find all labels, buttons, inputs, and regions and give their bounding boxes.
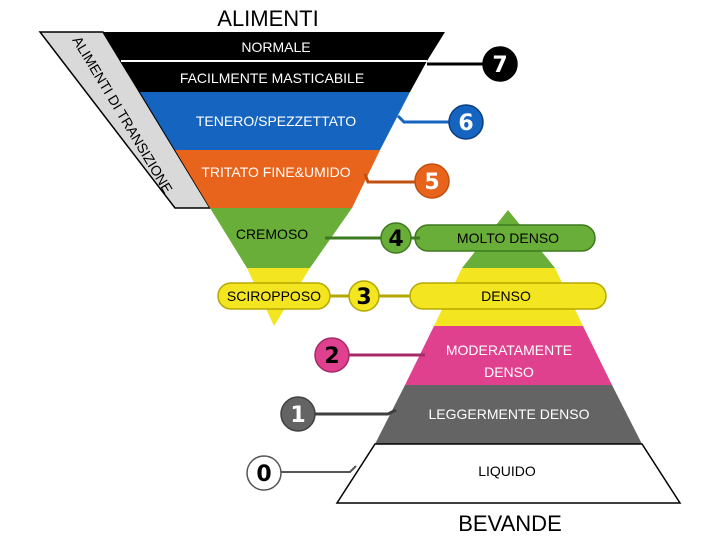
- food-layer-minced-moist: [175, 150, 380, 208]
- drink-layer-mildly-thick: [405, 326, 612, 385]
- drink-label-mildly-thick-line2: DENSO: [484, 364, 534, 380]
- food-layer-easy-to-chew: [121, 61, 427, 92]
- drink-label-thin: LIQUIDO: [478, 463, 536, 479]
- badge-4: [380, 222, 412, 254]
- food-label-easy-to-chew: FACILMENTE MASTICABILE: [180, 70, 364, 86]
- drink-layer-thin: [335, 443, 682, 504]
- food-label-minced-moist: TRITATO FINE&UMIDO: [201, 164, 350, 180]
- badge-4-number: 4: [388, 227, 403, 252]
- food-label-liquidised: SCIROPPOSO: [227, 288, 321, 304]
- badge-5-number: 5: [424, 170, 439, 195]
- badge-6-number: 6: [458, 111, 473, 136]
- connector-level-0: [280, 465, 357, 473]
- drink-pill-moderately-thick: [409, 282, 607, 310]
- food-label-normal: NORMALE: [241, 39, 310, 55]
- badge-0-number: 0: [256, 462, 271, 487]
- food-layer-soft-bite-sized: [140, 92, 410, 150]
- food-label-soft-bite-sized: TENERO/SPEZZETTATO: [196, 113, 356, 129]
- badge-0: [246, 455, 282, 491]
- drinks-title: BEVANDE: [458, 511, 562, 536]
- drink-label-mildly-thick-line1: MODERATAMENTE: [446, 342, 572, 358]
- foods-title: ALIMENTI: [217, 6, 318, 31]
- drink-label-slightly-thick: LEGGERMENTE DENSO: [428, 406, 589, 422]
- badge-6: [448, 104, 484, 140]
- badge-5: [414, 163, 450, 199]
- badge-3-number: 3: [356, 285, 371, 310]
- badge-1: [280, 396, 316, 432]
- badge-7-number: 7: [492, 53, 507, 78]
- drink-label-moderately-thick: DENSO: [481, 288, 531, 304]
- drink-label-extremely-thick: MOLTO DENSO: [457, 230, 559, 246]
- food-label-pureed: CREMOSO: [236, 226, 308, 242]
- connector-level-6: [396, 114, 450, 124]
- food-layer-pureed: [210, 208, 352, 268]
- food-layer-normal: [103, 32, 445, 61]
- badge-7: [482, 46, 518, 82]
- badge-3: [348, 280, 380, 312]
- badge-2: [314, 337, 350, 373]
- drink-layer-slightly-thick: [375, 385, 642, 444]
- connector-level-1: [314, 408, 397, 416]
- badge-2-number: 2: [324, 344, 339, 369]
- badge-1-number: 1: [290, 403, 305, 428]
- connector-level-5: [363, 173, 416, 184]
